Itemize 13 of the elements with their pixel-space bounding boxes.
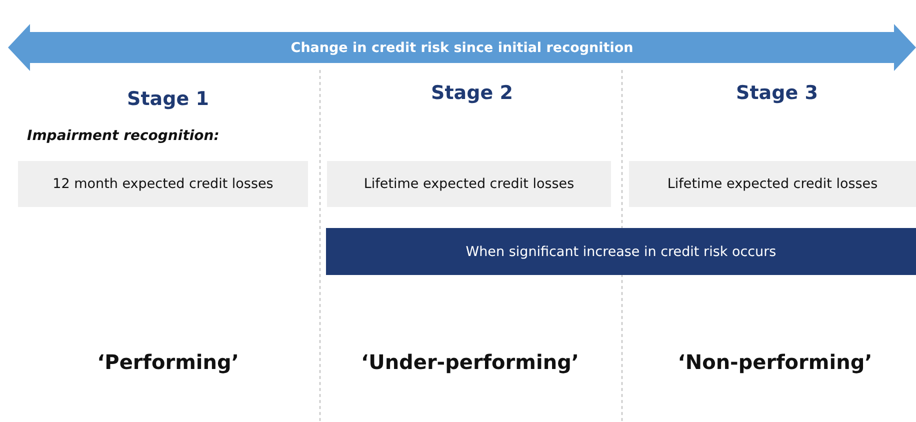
stage-heading: Stage 2 xyxy=(431,82,513,104)
stage-heading: Stage 1 xyxy=(127,88,209,110)
trigger-band xyxy=(326,228,916,275)
status-label: ‘Performing’ xyxy=(97,350,239,374)
box-text: Lifetime expected credit losses xyxy=(667,176,878,192)
status-label: ‘Non-performing’ xyxy=(678,350,872,374)
section-label: Impairment recognition: xyxy=(27,128,220,144)
box-text: Lifetime expected credit losses xyxy=(364,176,574,192)
stage-heading: Stage 3 xyxy=(736,82,818,104)
box-text: Change in credit risk since initial recognition xyxy=(290,40,634,56)
status-label: ‘Under-performing’ xyxy=(360,350,580,374)
box-text: 12 month expected credit losses xyxy=(52,176,274,192)
box-text: When significant increase in credit risk occurs xyxy=(466,244,776,260)
